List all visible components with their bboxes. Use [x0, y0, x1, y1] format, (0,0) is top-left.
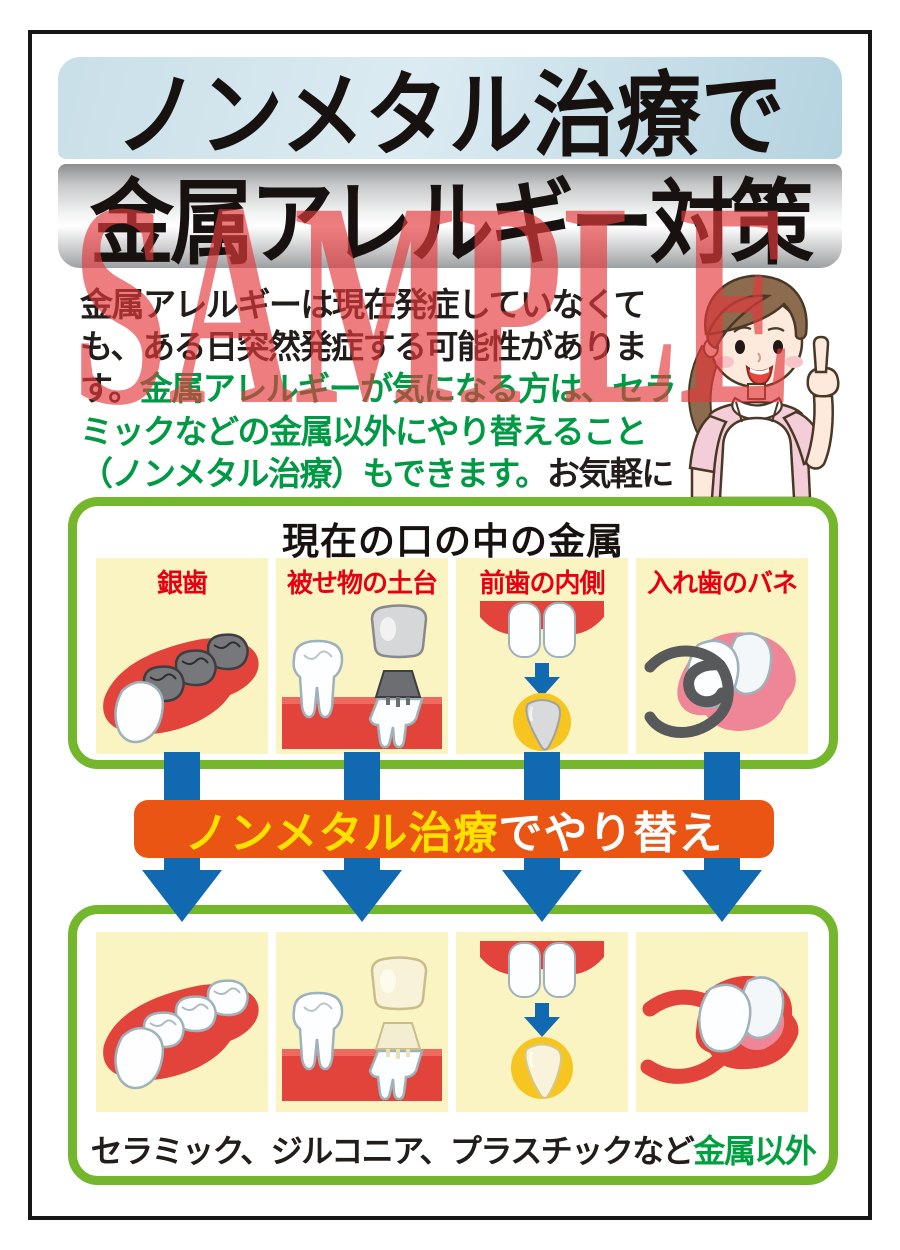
front-tooth-metal-back-illustration — [480, 601, 604, 751]
current-metal-panels: 銀歯 被せ物の土台 — [96, 558, 808, 754]
metal-crown-base-illustration — [282, 604, 442, 749]
neck — [747, 383, 766, 400]
pointing-finger — [812, 335, 830, 374]
panel-front-tooth-inside: 前歯の内側 — [456, 558, 628, 754]
arm-left-forearm — [690, 466, 716, 498]
panel-silver-tooth: 銀歯 — [96, 558, 268, 754]
front-tooth-ceramic-back-illustration — [480, 941, 604, 1099]
page-title-line2: 金属アレルギー対策 — [89, 173, 814, 276]
blush-left — [716, 356, 734, 368]
white-molars-illustration — [103, 979, 259, 1090]
panel-ceramic-front — [456, 932, 628, 1112]
nonmetal-panels — [96, 932, 808, 1112]
eye-left — [735, 340, 745, 354]
panel-label: 入れ歯のバネ — [646, 568, 798, 598]
ceramic-crown-base-illustration — [282, 956, 442, 1101]
page-border — [28, 30, 872, 1220]
metal-denture-clasp-illustration — [644, 632, 796, 738]
nonmetal-denture-clasp-illustration — [640, 975, 799, 1084]
panel-ceramic-crown — [276, 932, 448, 1112]
small-arrow-down — [524, 1003, 560, 1037]
caption-segment-green: 金属以外 — [693, 1133, 817, 1169]
current-metal-box-title: 現在の口の中の金属 — [282, 521, 624, 562]
banner-segment-white: でやり替え — [498, 809, 724, 858]
nonmetal-replace-banner: ノンメタル治療でやり替え — [134, 800, 774, 858]
nonmetal-caption: セラミック、ジルコニア、プラスチックなど金属以外 — [77, 1126, 829, 1172]
title-banner-bottom: 金属アレルギー対策 — [58, 164, 842, 276]
panel-denture-clasp: 入れ歯のバネ — [636, 558, 808, 754]
panel-label: 被せ物の土台 — [286, 568, 438, 598]
nonmetal-box: セラミック、ジルコニア、プラスチックなど金属以外 — [68, 905, 838, 1185]
current-metal-box: 現在の口の中の金属 銀歯 — [68, 497, 838, 769]
panel-label: 前歯の内側 — [479, 568, 605, 598]
caption-segment-black: セラミック、ジルコニア、プラスチックなど — [90, 1133, 695, 1169]
panel-label: 銀歯 — [156, 568, 208, 598]
panel-nonmetal-clasp — [636, 932, 808, 1112]
banner-segment-yellow: ノンメタル治療 — [184, 809, 499, 858]
hand-fist — [806, 366, 840, 398]
intro-segment-black1: 金属アレルギーは現在発症していなくても、ある日突然発症する可能性があります。 — [80, 286, 648, 408]
panel-crown-base: 被せ物の土台 — [276, 558, 448, 754]
silver-molars-illustration — [103, 633, 259, 744]
intro-segment-green: 金属アレルギーが気になる方は、セラミックなどの金属以外にやり替えること（ノンメタ… — [80, 370, 677, 492]
page-title-line1: ノンメタル治療で — [115, 65, 785, 168]
intro-paragraph: 金属アレルギーは現在発症していなくても、ある日突然発症する可能性があります。金属… — [80, 284, 694, 537]
eye-right — [773, 340, 783, 354]
dental-assistant-illustration — [687, 274, 840, 498]
arm-right-forearm — [804, 394, 834, 470]
blush-right — [785, 356, 803, 368]
small-arrow-down — [524, 663, 560, 697]
panel-white-teeth — [96, 932, 268, 1112]
title-banner-top: ノンメタル治療で — [58, 57, 842, 168]
hair — [704, 274, 808, 350]
apron — [718, 416, 796, 498]
